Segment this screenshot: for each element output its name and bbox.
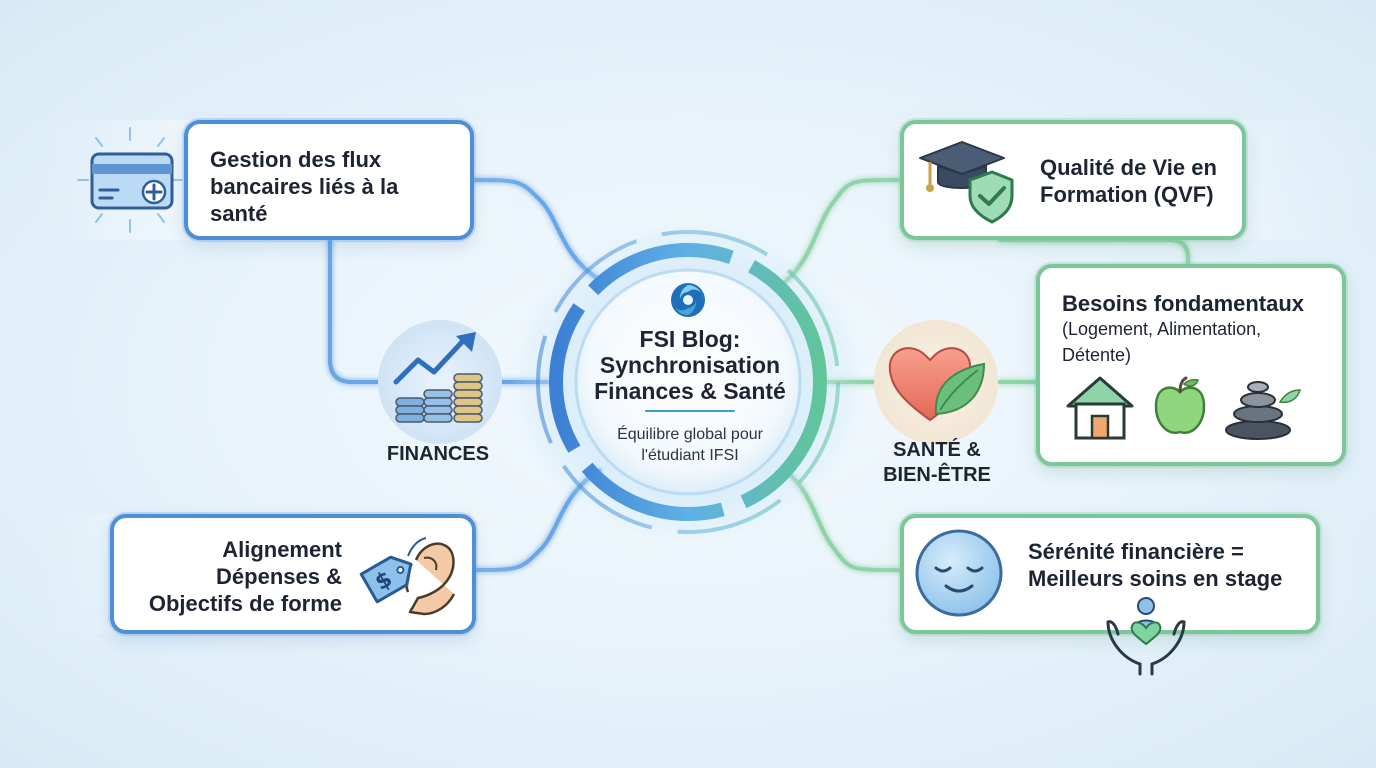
card-qvf: Qualité de Vie en Formation (QVF) <box>900 120 1246 240</box>
card-line: Objectifs de forme <box>148 591 342 616</box>
card-line: bancaires liés à la <box>210 174 399 199</box>
caring-hands-icon <box>1106 597 1186 676</box>
sante-hub-label-line: BIEN-ÊTRE <box>883 464 991 486</box>
fsi-logo-icon <box>671 283 705 317</box>
card-line: Formation (QVF) <box>1040 182 1214 207</box>
center-title-line: Finances & Santé <box>594 378 786 404</box>
card-line: Meilleurs soins en stage <box>1028 566 1283 591</box>
card-serenite-text: Sérénité financière = Meilleurs soins en… <box>1028 538 1282 592</box>
center-divider <box>645 410 735 412</box>
center-title: FSI Blog: Synchronisation Finances & San… <box>580 326 800 404</box>
card-line: Sérénité financière = <box>1028 539 1244 564</box>
card-line: santé <box>210 201 268 226</box>
card-alignement: Alignement Dépenses & Objectifs de forme <box>110 514 476 634</box>
house-icon <box>1066 376 1134 440</box>
center-subtitle-line: Équilibre global pour <box>617 426 763 443</box>
sante-hub-label-line: SANTÉ & <box>893 439 981 461</box>
growth-coins-icon <box>378 320 502 444</box>
heart-leaf-icon <box>874 320 998 444</box>
central-hub-ring <box>508 222 868 542</box>
card-flux-bancaires: Gestion des flux bancaires liés à la san… <box>184 120 474 240</box>
zen-stones-icon <box>1225 381 1301 440</box>
card-line: Gestion des flux <box>210 147 382 172</box>
card-qvf-text: Qualité de Vie en Formation (QVF) <box>1040 154 1217 208</box>
card-sub-line: Détente) <box>1062 345 1132 365</box>
finances-hub-label: FINANCES <box>386 443 490 465</box>
center-title-line: Synchronisation <box>599 352 781 378</box>
card-line: Qualité de Vie en <box>1040 155 1217 180</box>
graduation-shield-icon <box>919 141 1014 224</box>
center-subtitle: Équilibre global pour l'étudiant IFSI <box>585 424 795 466</box>
price-tag-muscle-icon: $ <box>359 537 456 616</box>
card-alignement-text: Alignement Dépenses & Objectifs de forme <box>149 536 342 617</box>
card-besoins-sub: (Logement, Alimentation, Détente) <box>1062 316 1261 368</box>
calm-face-icon <box>915 529 1003 617</box>
center-subtitle-line: l'étudiant IFSI <box>641 447 739 464</box>
card-flux-text: Gestion des flux bancaires liés à la san… <box>210 146 398 227</box>
card-line: Dépenses & <box>216 564 342 589</box>
apple-icon <box>1154 376 1206 435</box>
card-besoins-title: Besoins fondamentaux <box>1062 291 1305 316</box>
card-line: Alignement <box>222 537 342 562</box>
center-title-line: FSI Blog: <box>639 326 741 352</box>
card-sub-line: (Logement, Alimentation, <box>1062 319 1262 339</box>
sante-hub-label: SANTÉ & BIEN-ÊTRE <box>862 438 1012 488</box>
credit-card-medical-icon <box>77 127 183 233</box>
